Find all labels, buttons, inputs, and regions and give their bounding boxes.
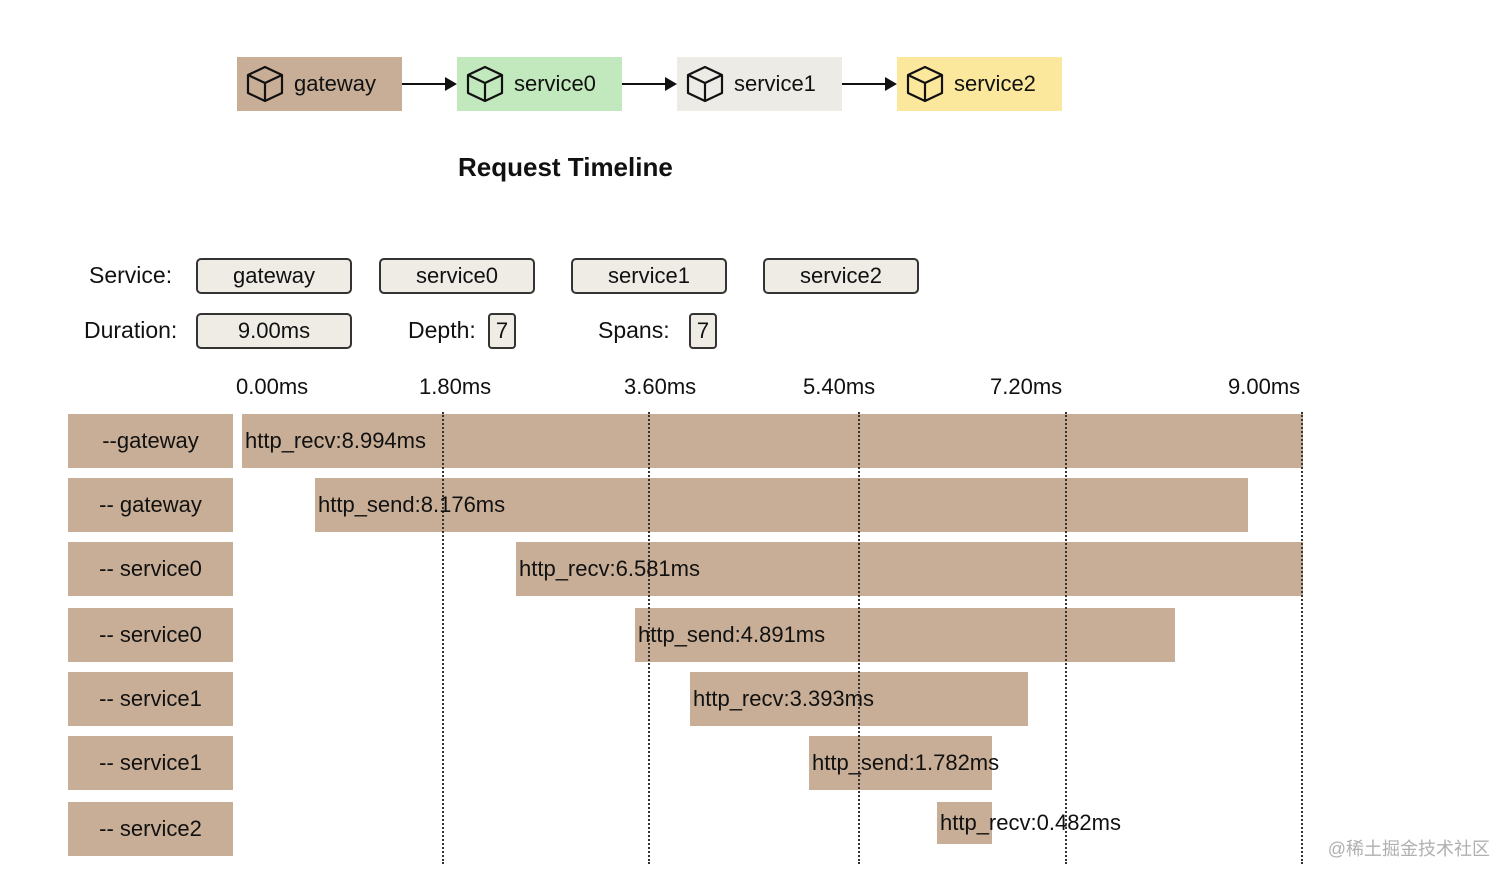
flow-arrow <box>622 77 677 91</box>
spans-label: Spans: <box>598 317 670 343</box>
watermark: @稀土掘金技术社区 <box>1327 839 1490 859</box>
span-bar <box>937 802 992 844</box>
flow-node-service1: service1 <box>677 57 842 111</box>
spans-value: 7 <box>689 313 717 349</box>
row-label: -- service1 <box>68 736 233 790</box>
span-label: http_send:1.782ms <box>812 750 1000 775</box>
cube-icon <box>466 65 504 103</box>
span-label: http_send:8.176ms <box>318 492 506 517</box>
span-label: http_recv:3.393ms <box>693 686 874 711</box>
tick-label: 1.80ms <box>419 374 492 399</box>
row-label: -- service2 <box>68 802 233 856</box>
flow-node-service0: service0 <box>457 57 622 111</box>
tick-label: 3.60ms <box>624 374 697 399</box>
span-bar <box>315 478 1248 532</box>
span-label: http_recv:8.994ms <box>245 428 426 453</box>
grid-line <box>858 412 860 864</box>
flow-node-label: service1 <box>734 71 816 96</box>
grid-line <box>1065 412 1067 864</box>
flow-arrow <box>402 77 457 91</box>
row-label: -- service0 <box>68 542 233 596</box>
span-bar <box>516 542 1303 596</box>
grid-line <box>1301 412 1303 864</box>
span-bar <box>809 736 992 790</box>
page-title: Request Timeline <box>458 152 673 182</box>
flow-node-gateway: gateway <box>237 57 402 111</box>
row-label: -- gateway <box>68 478 233 532</box>
flow-node-label: gateway <box>294 71 376 96</box>
flow-node-label: service2 <box>954 71 1036 96</box>
tick-label: 7.20ms <box>990 374 1063 399</box>
span-label: http_recv:6.581ms <box>519 556 700 581</box>
cube-icon <box>246 65 284 103</box>
row-label: --gateway <box>68 414 233 468</box>
flow-node-service2: service2 <box>897 57 1062 111</box>
service-pill-service0: service0 <box>379 258 535 294</box>
service-pill-service2: service2 <box>763 258 919 294</box>
grid-line <box>442 412 444 864</box>
service-label: Service: <box>89 262 173 288</box>
span-bar <box>635 608 1175 662</box>
row-label: -- service0 <box>68 608 233 662</box>
duration-value: 9.00ms <box>196 313 352 349</box>
span-label: http_send:4.891ms <box>638 622 826 647</box>
row-label: -- service1 <box>68 672 233 726</box>
service-pill-gateway: gateway <box>196 258 352 294</box>
tick-label: 5.40ms <box>803 374 876 399</box>
flow-node-label: service0 <box>514 71 596 96</box>
span-bar <box>242 414 1303 468</box>
grid-line <box>648 412 650 864</box>
duration-label: Duration: <box>84 317 178 343</box>
cube-icon <box>686 65 724 103</box>
depth-label: Depth: <box>408 317 476 343</box>
flow-arrow <box>842 77 897 91</box>
tick-label: 0.00ms <box>236 374 309 399</box>
span-label: http_recv:0.482ms <box>940 810 1121 835</box>
depth-value: 7 <box>488 313 516 349</box>
cube-icon <box>906 65 944 103</box>
service-pill-service1: service1 <box>571 258 727 294</box>
tick-label: 9.00ms <box>1228 374 1301 399</box>
